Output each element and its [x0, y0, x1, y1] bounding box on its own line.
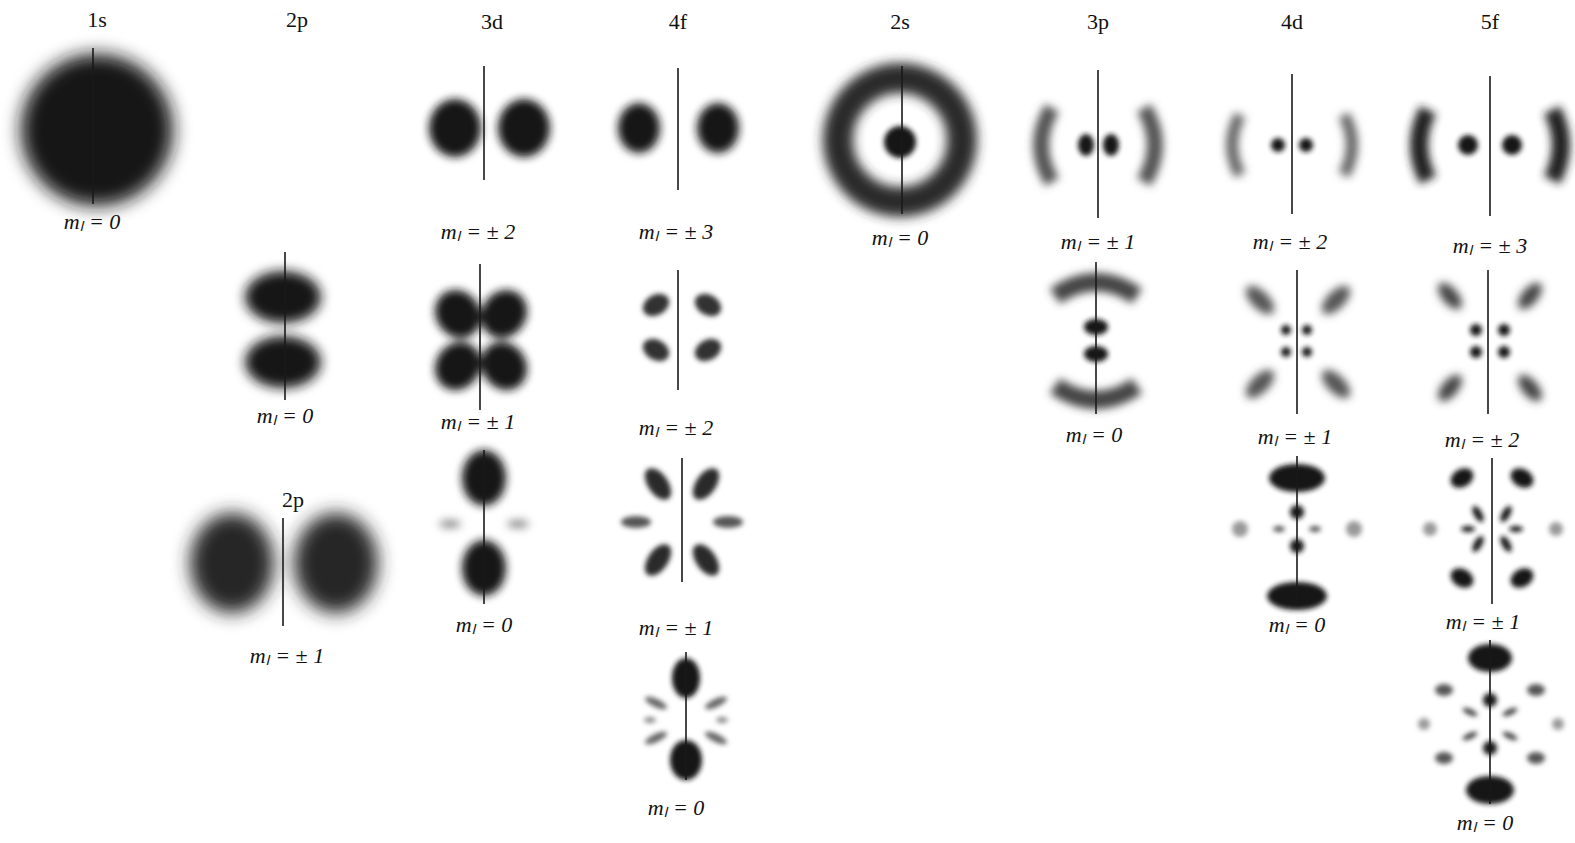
quantum-number-label: mₗ = 0 — [257, 403, 314, 429]
quantum-number-label: mₗ = ± 2 — [441, 219, 515, 245]
orbital-label: 2p — [282, 487, 304, 513]
quantum-number-label: mₗ = 0 — [456, 612, 513, 638]
orbital-label: 5f — [1481, 9, 1499, 35]
quantum-number-label: mₗ = 0 — [1269, 612, 1326, 638]
quantum-number-label: mₗ = ± 3 — [639, 219, 713, 245]
quantum-number-label: mₗ = ± 1 — [250, 643, 324, 669]
quantum-number-label: mₗ = ± 1 — [441, 409, 515, 435]
orbital-label: 1s — [87, 7, 107, 33]
quantum-number-label: mₗ = ± 2 — [1445, 427, 1519, 453]
orbital-label: 3d — [481, 9, 503, 35]
quantum-number-label: mₗ = 0 — [872, 225, 929, 251]
orbital-label: 4d — [1281, 9, 1303, 35]
quantum-number-label: mₗ = ± 1 — [639, 615, 713, 641]
quantum-number-label: mₗ = 0 — [648, 795, 705, 821]
orbital-label: 4f — [669, 9, 687, 35]
quantum-number-label: mₗ = 0 — [1066, 422, 1123, 448]
quantum-number-label: mₗ = ± 1 — [1258, 424, 1332, 450]
quantum-number-label: mₗ = ± 3 — [1453, 233, 1527, 259]
quantum-number-label: mₗ = ± 1 — [1446, 609, 1520, 635]
quantum-number-label: mₗ = ± 2 — [1253, 229, 1327, 255]
orbital-label: 2p — [286, 7, 308, 33]
orbital-label: 2s — [890, 9, 910, 35]
quantum-number-label: mₗ = ± 2 — [639, 415, 713, 441]
quantum-number-label: mₗ = 0 — [1457, 810, 1514, 836]
quantum-number-label: mₗ = 0 — [64, 209, 121, 235]
quantum-number-label: mₗ = ± 1 — [1061, 229, 1135, 255]
orbital-label: 3p — [1087, 9, 1109, 35]
